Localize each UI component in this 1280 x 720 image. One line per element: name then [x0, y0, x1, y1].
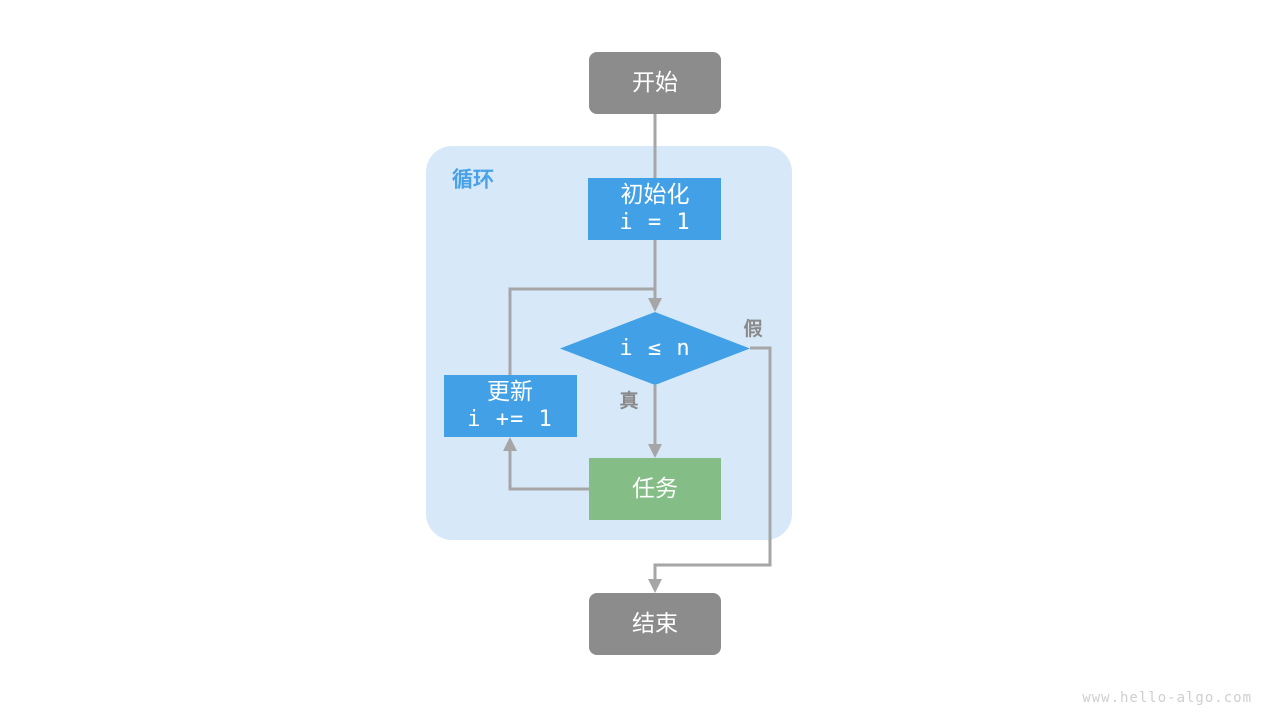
start-node-shape [589, 52, 721, 114]
edge-update-to-condition [508, 287, 655, 375]
task-node-label: 任务 [632, 475, 678, 501]
start-node-label: 开始 [632, 69, 678, 95]
init-node-code: i = 1 [619, 210, 690, 235]
edge-init-to-condition [648, 240, 662, 312]
condition-node-shape [560, 312, 750, 385]
update-node-label: 更新 [487, 378, 533, 404]
edge-condition-true-to-task [648, 385, 662, 458]
update-node-code: i += 1 [467, 407, 552, 432]
start-node[interactable]: 开始 [589, 52, 721, 114]
init-node-shape [588, 178, 721, 240]
update-node-shape [444, 375, 577, 437]
condition-node-code: i ≤ n [619, 336, 690, 361]
task-node[interactable]: 任务 [589, 458, 721, 520]
edge-condition-false-to-end [648, 346, 772, 593]
branch-label-false: 假 [743, 317, 762, 340]
end-node[interactable]: 结束 [589, 593, 721, 655]
end-node-label: 结束 [632, 610, 678, 636]
branch-label-true: 真 [619, 389, 638, 412]
edge-task-to-update [503, 437, 589, 491]
condition-node[interactable]: i ≤ n [560, 312, 750, 385]
init-node-label: 初始化 [621, 181, 690, 207]
task-node-shape [589, 458, 721, 520]
update-node[interactable]: 更新 i += 1 [444, 375, 577, 437]
init-node[interactable]: 初始化 i = 1 [588, 178, 721, 240]
watermark-url: www.hello-algo.com [1082, 690, 1252, 706]
loop-group-label: 循环 [452, 168, 494, 192]
end-node-shape [589, 593, 721, 655]
